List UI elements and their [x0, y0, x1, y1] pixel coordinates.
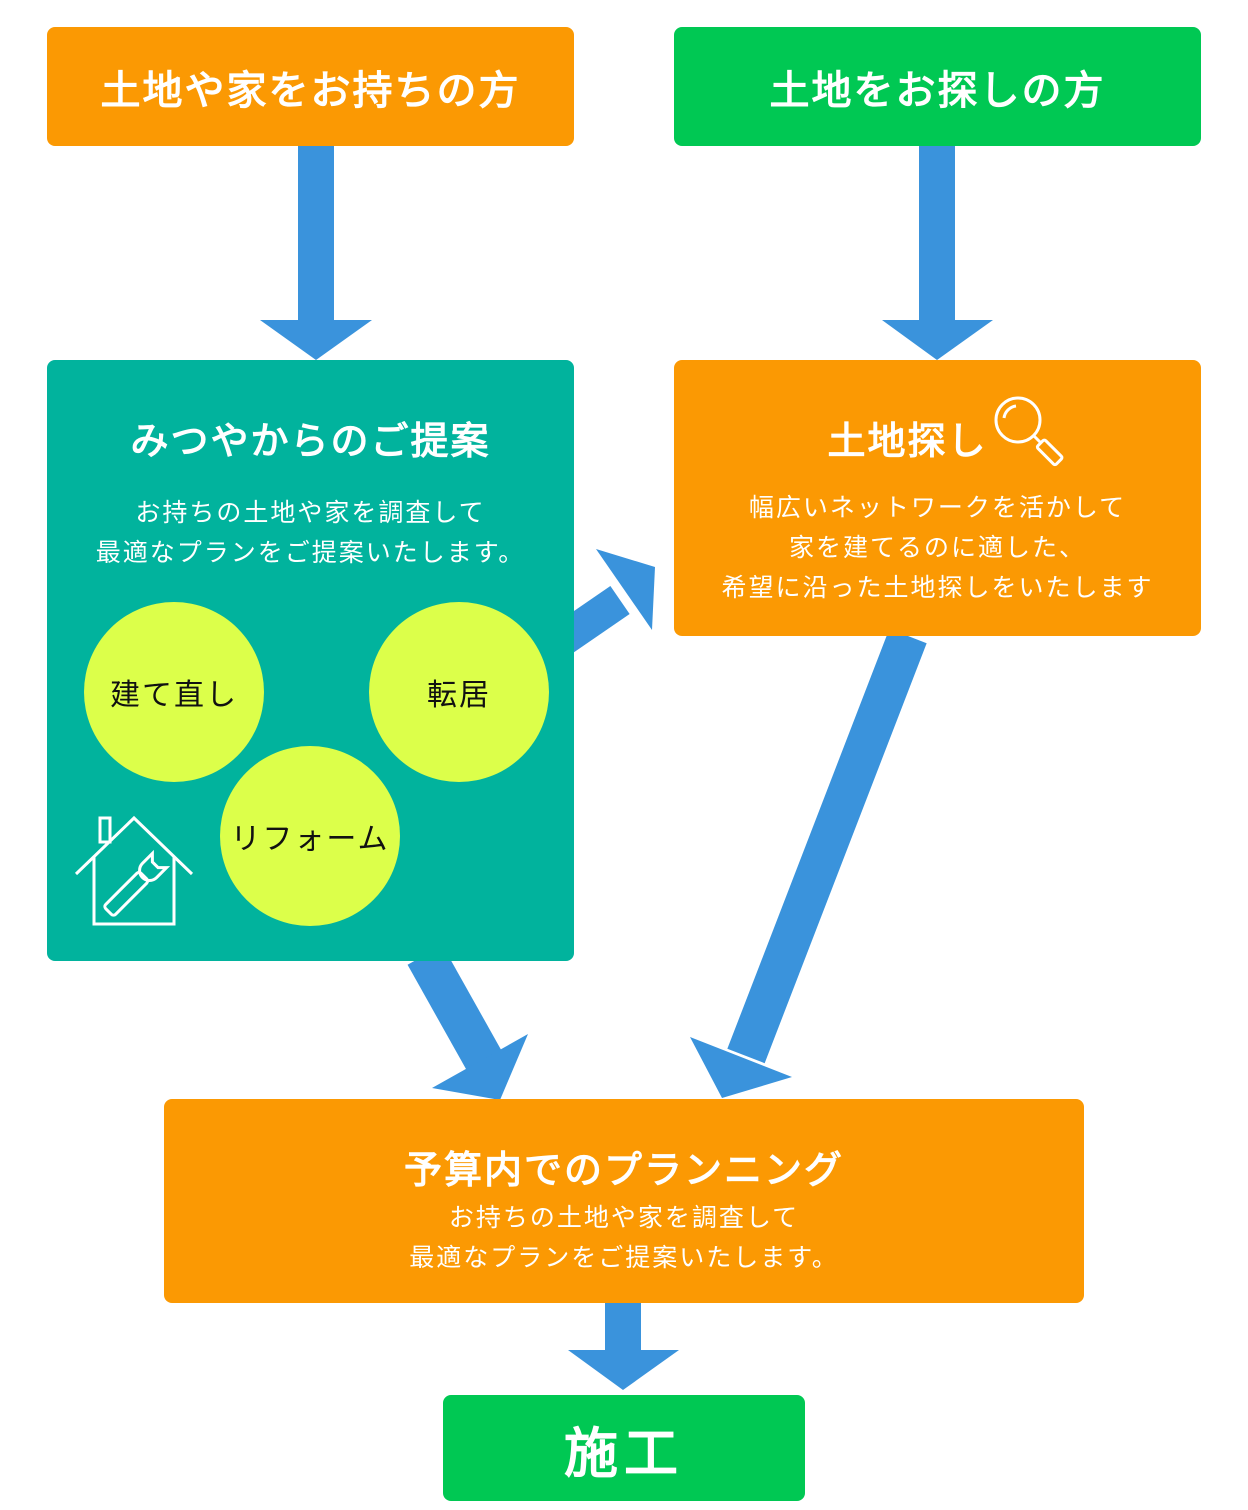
seekers-title: 土地をお探しの方 [769, 67, 1106, 114]
owners-box: 土地や家をお持ちの方 [47, 27, 574, 146]
land-search-title: 土地探し [827, 419, 988, 463]
proposal-text-line: お持ちの土地や家を調査して [135, 498, 486, 527]
land-search-text-line: 幅広いネットワークを活かして [748, 493, 1127, 522]
option-relocation: 転居 [369, 602, 549, 782]
arrow-planning-to-construction [568, 1302, 679, 1390]
option-reform-label: リフォーム [230, 822, 390, 857]
planning-box: 予算内でのプランニング お持ちの土地や家を調査して 最適なプランをご提案いたしま… [164, 1099, 1084, 1303]
option-rebuild-label: 建て直し [110, 678, 238, 713]
arrow-seekers-to-landsearch [882, 145, 993, 360]
planning-text-line: お持ちの土地や家を調査して [448, 1203, 800, 1232]
arrow-proposal-to-planning [407, 945, 528, 1100]
proposal-text-line: 最適なプランをご提案いたします。 [95, 538, 526, 567]
land-search-text-line: 家を建てるのに適した、 [788, 533, 1086, 562]
construction-box: 施工 [443, 1395, 805, 1501]
magnifier-icon [994, 396, 1064, 467]
planning-text-line: 最適なプランをご提案いたします。 [409, 1243, 839, 1272]
construction-title: 施工 [564, 1421, 684, 1485]
option-relocation-label: 転居 [427, 678, 491, 713]
house-wrench-icon [74, 815, 194, 926]
option-rebuild: 建て直し [84, 602, 264, 782]
owners-title: 土地や家をお持ちの方 [100, 67, 521, 114]
land-search-box: 土地探し 幅広いネットワークを活かして 家を建てるのに適した、 希望に沿った土地… [674, 360, 1201, 636]
proposal-text: お持ちの土地や家を調査して 最適なプランをご提案いたします。 [47, 493, 574, 573]
land-search-text-line: 希望に沿った土地探しをいたします [721, 573, 1154, 602]
option-reform: リフォーム [220, 746, 400, 926]
land-search-text: 幅広いネットワークを活かして 家を建てるのに適した、 希望に沿った土地探しをいた… [674, 488, 1201, 608]
planning-title: 予算内でのプランニング [403, 1148, 844, 1192]
arrow-owners-to-proposal [260, 145, 372, 360]
planning-text: お持ちの土地や家を調査して 最適なプランをご提案いたします。 [164, 1198, 1084, 1278]
proposal-title: みつやからのご提案 [130, 419, 491, 463]
seekers-box: 土地をお探しの方 [674, 27, 1201, 146]
arrow-landsearch-to-planning [690, 628, 927, 1098]
